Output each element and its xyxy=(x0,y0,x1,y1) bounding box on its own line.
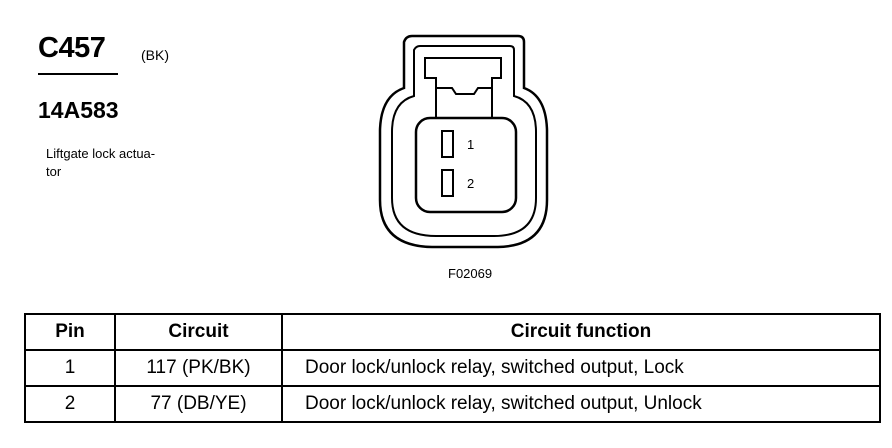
figure-code: F02069 xyxy=(448,266,493,281)
pin-label-1: 1 xyxy=(467,137,474,152)
connector-description: Liftgate lock actua- tor xyxy=(46,145,196,181)
connector-face-diagram: 1 2 xyxy=(378,34,549,249)
connector-color: (BK) xyxy=(141,47,169,63)
cell-pin: 2 xyxy=(24,385,116,423)
connector-outer-housing xyxy=(378,34,549,249)
pin-slot-1 xyxy=(441,130,454,158)
terminal-cavity xyxy=(414,116,518,214)
description-line-2: tor xyxy=(46,164,62,179)
cell-circuit: 77 (DB/YE) xyxy=(114,385,283,423)
connector-inner-housing xyxy=(391,45,537,237)
cell-circuit: 117 (PK/BK) xyxy=(114,349,283,387)
header-circuit-function: Circuit function xyxy=(281,313,881,351)
part-number: 14A583 xyxy=(38,97,119,123)
pin-label-2: 2 xyxy=(467,176,474,191)
header-circuit: Circuit xyxy=(114,313,283,351)
table-row: 1 117 (PK/BK) Door lock/unlock relay, sw… xyxy=(24,349,881,387)
latch-notch xyxy=(436,87,492,95)
cell-pin: 1 xyxy=(24,349,116,387)
description-line-1: Liftgate lock actua- xyxy=(46,146,156,161)
cell-circuit-function: Door lock/unlock relay, switched output,… xyxy=(281,349,881,387)
pin-table: Pin Circuit Circuit function 1 117 (PK/B… xyxy=(24,313,881,423)
header-pin: Pin xyxy=(24,313,116,351)
cell-circuit-function: Door lock/unlock relay, switched output,… xyxy=(281,385,881,423)
table-row: 2 77 (DB/YE) Door lock/unlock relay, swi… xyxy=(24,385,881,423)
table-header-row: Pin Circuit Circuit function xyxy=(24,313,881,351)
pin-slot-2 xyxy=(441,169,454,197)
connector-id: C457 xyxy=(38,32,106,64)
connector-id-underline xyxy=(38,73,118,75)
